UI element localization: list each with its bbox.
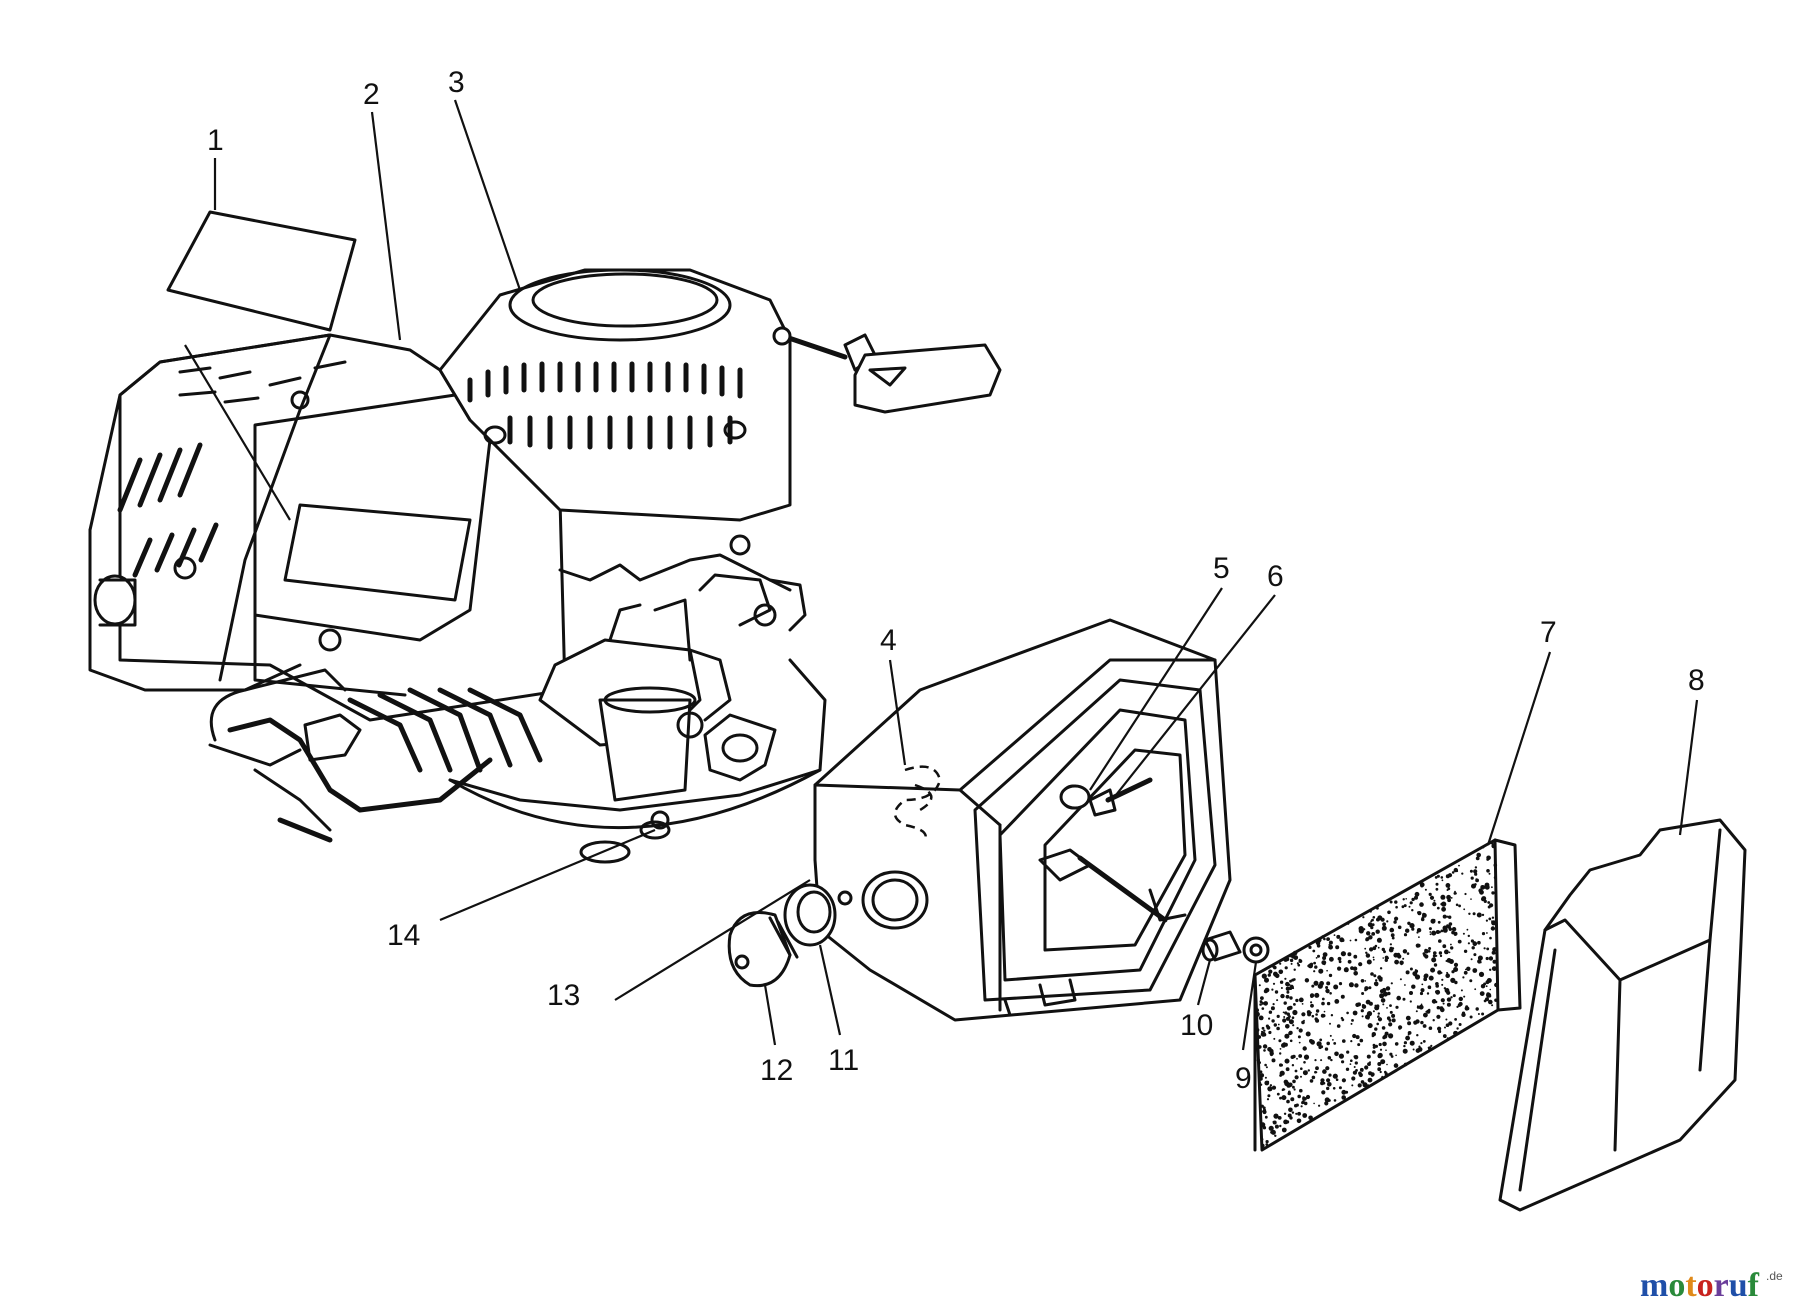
part-engine-shroud: [88, 333, 567, 722]
callout-4: 4: [880, 624, 897, 657]
part-spacer-10: [1201, 930, 1242, 962]
part-decal: [166, 210, 357, 332]
callout-3: 3: [448, 66, 465, 99]
part-foam-filter: [1253, 838, 1522, 1152]
leader-lines: [184, 99, 1699, 1051]
callout-13: 13: [547, 979, 580, 1012]
callout-6: 6: [1267, 560, 1284, 593]
callout-8: 8: [1688, 664, 1705, 697]
callout-labels: 1 2 3 4 5 6 7 8 9 10 11 12 13 14: [207, 66, 1705, 1095]
callout-9: 9: [1235, 1062, 1252, 1095]
part-breather-12: [727, 911, 799, 988]
part-grommet-11: [783, 883, 853, 947]
part-air-cleaner-cover: [1498, 818, 1747, 1212]
part-screw-washer: [1059, 777, 1153, 817]
part-carburetor-assembly: [208, 553, 827, 864]
callout-7: 7: [1540, 616, 1557, 649]
filter-texture: [1254, 841, 1499, 1148]
part-air-cleaner-base: [813, 618, 1232, 1022]
callout-10: 10: [1180, 1009, 1213, 1042]
callout-11: 11: [828, 1044, 859, 1077]
watermark-logo: motoruf .de: [1640, 1267, 1783, 1304]
callout-14: 14: [387, 919, 420, 952]
callout-5: 5: [1213, 552, 1230, 585]
callout-2: 2: [363, 78, 380, 111]
part-nut-9: [1242, 936, 1270, 964]
watermark-text: motoruf: [1640, 1267, 1760, 1304]
callout-1: 1: [207, 124, 224, 157]
part-recoil-starter: [438, 268, 1002, 556]
callout-12: 12: [760, 1054, 793, 1087]
watermark-suffix: .de: [1766, 1269, 1783, 1283]
